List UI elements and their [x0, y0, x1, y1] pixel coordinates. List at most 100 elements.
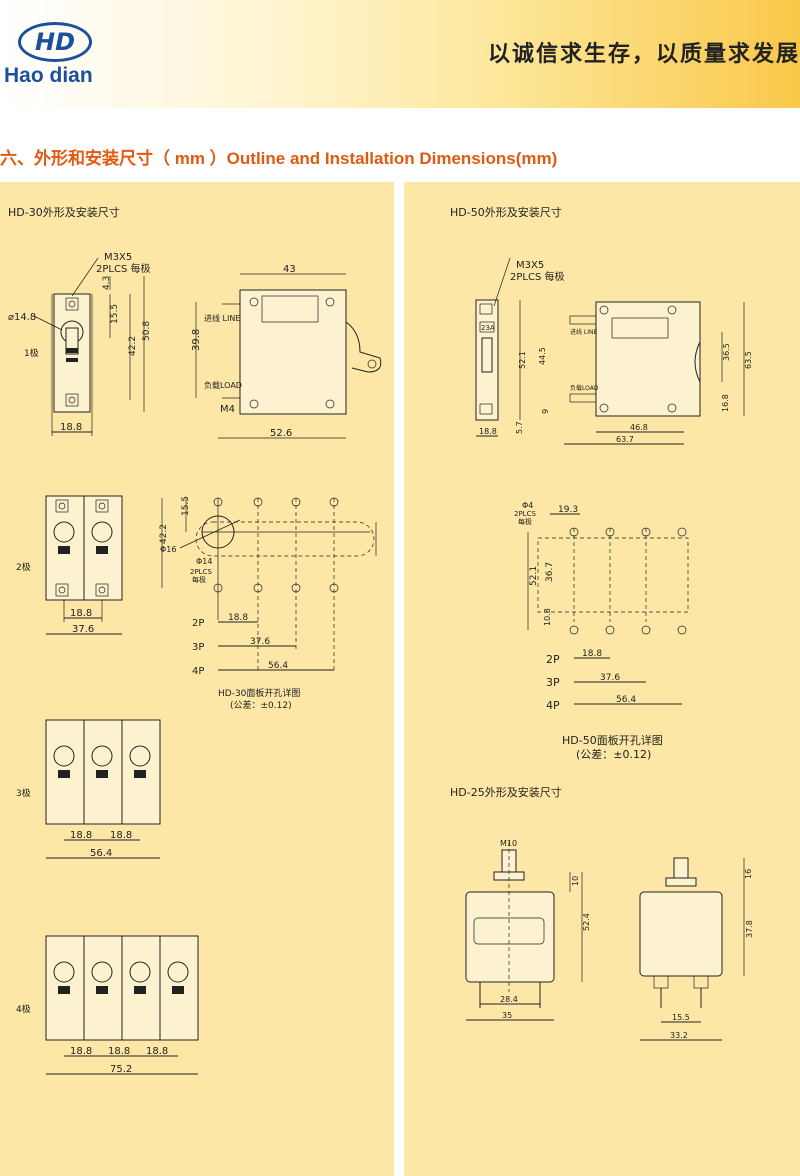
- hd25-side: 16 37.8 15.5 33.2: [639, 857, 754, 1041]
- logo-name: Hao dian: [4, 64, 93, 87]
- hd50-front: 23A M3X5 2PLCS 每极 52.1 44.5 9 18.8 5.7: [475, 257, 564, 437]
- svg-text:42.2: 42.2: [128, 336, 138, 356]
- svg-text:10.8: 10.8: [543, 608, 552, 626]
- svg-text:50.8: 50.8: [142, 321, 152, 341]
- svg-text:3P: 3P: [192, 642, 204, 653]
- svg-text:Φ14: Φ14: [196, 557, 212, 566]
- svg-text:负载LOAD: 负载LOAD: [570, 384, 599, 392]
- hd30-side-view: 43 39.8 52.6 M4 进线 LINE 负载LOAD: [191, 264, 382, 439]
- svg-text:28.4: 28.4: [500, 995, 518, 1004]
- svg-text:63.5: 63.5: [744, 351, 753, 369]
- svg-text:56.4: 56.4: [616, 695, 636, 705]
- svg-text:M4: M4: [220, 404, 235, 415]
- svg-text:18.8: 18.8: [70, 1046, 92, 1057]
- svg-text:10: 10: [571, 876, 580, 886]
- svg-text:75.2: 75.2: [110, 1064, 132, 1075]
- svg-text:2P: 2P: [546, 653, 560, 666]
- hd25-title: HD-25外形及安装尺寸: [450, 786, 562, 799]
- company-logo: HD Hao dian: [4, 22, 114, 92]
- hd50-title: HD-50外形及安装尺寸: [450, 206, 562, 219]
- svg-text:4P: 4P: [192, 666, 204, 677]
- svg-text:52.4: 52.4: [582, 913, 591, 931]
- section-title: 六、外形和安装尺寸（ mm ）Outline and Installation …: [0, 149, 558, 168]
- pole-label-1: 1极: [24, 347, 39, 359]
- svg-text:3P: 3P: [546, 676, 560, 689]
- svg-text:2P: 2P: [192, 618, 204, 629]
- logo-mark: HD: [18, 22, 92, 62]
- hd50-panel-tolerance: (公差：±0.12): [576, 747, 651, 761]
- svg-text:16.8: 16.8: [721, 394, 730, 412]
- svg-text:46.8: 46.8: [630, 423, 648, 432]
- svg-text:18.8: 18.8: [70, 608, 92, 619]
- svg-text:M3X5: M3X5: [516, 260, 544, 271]
- svg-text:4.3: 4.3: [102, 276, 112, 290]
- svg-text:M10: M10: [500, 839, 517, 848]
- svg-text:36.7: 36.7: [545, 562, 555, 582]
- svg-text:19.3: 19.3: [558, 505, 578, 515]
- svg-text:37.8: 37.8: [745, 920, 754, 938]
- svg-text:56.4: 56.4: [90, 848, 112, 859]
- hd30-panel-caption: HD-30面板开孔详图: [218, 687, 300, 699]
- svg-text:9: 9: [541, 409, 550, 414]
- hd50-panel-caption: HD-50面板开孔详图: [562, 733, 663, 747]
- dia-label: ⌀14.8: [8, 312, 36, 323]
- svg-text:Φ16: Φ16: [160, 545, 176, 554]
- svg-text:37.6: 37.6: [72, 624, 94, 635]
- svg-text:42.2: 42.2: [159, 524, 169, 544]
- svg-text:18.8: 18.8: [110, 830, 132, 841]
- dim-18-8: 18.8: [60, 422, 82, 433]
- svg-text:16: 16: [744, 869, 753, 879]
- svg-text:63.7: 63.7: [616, 435, 634, 444]
- svg-text:2PLCS: 2PLCS: [190, 568, 212, 576]
- slogan: 以诚信求生存，以质量求发展: [487, 41, 800, 67]
- svg-text:39.8: 39.8: [191, 329, 202, 351]
- svg-text:4P: 4P: [546, 699, 560, 712]
- svg-text:15.5: 15.5: [181, 496, 191, 516]
- svg-text:18.8: 18.8: [146, 1046, 168, 1057]
- svg-text:52.6: 52.6: [270, 428, 292, 439]
- svg-text:37.6: 37.6: [250, 637, 270, 647]
- hd30-panel-tolerance: (公差：±0.12): [230, 699, 292, 711]
- svg-text:18.8: 18.8: [108, 1046, 130, 1057]
- hd30-1p-front: 18.8 4.3 15.5 42.2 50.8 M3X5 2PLCS 每极 ⌀1…: [8, 252, 152, 436]
- svg-text:每极: 每极: [518, 517, 532, 526]
- svg-text:18.8: 18.8: [479, 427, 497, 436]
- hd30-panel-cutout: 15.5 42.2 Φ16 Φ14 2PLCS 每极 2P 18.8 3P 37…: [159, 496, 377, 711]
- pole-label-2: 2极: [16, 561, 31, 573]
- svg-text:52.1: 52.1: [518, 351, 527, 369]
- hd30-drawing: 1极 2极 3极 4极 18.8 4.3 15.5 42.2 50.8: [8, 252, 382, 1075]
- hd30-3p-front: 18.8 18.8 56.4: [45, 719, 161, 859]
- svg-text:15.5: 15.5: [672, 1013, 690, 1022]
- pole-label-4: 4极: [16, 1003, 31, 1015]
- load-label: 负载LOAD: [204, 380, 242, 390]
- hd25-front: M10 10 52.4 28.4 35: [465, 839, 591, 1021]
- svg-text:2PLCS 每极: 2PLCS 每极: [510, 270, 564, 283]
- svg-text:37.6: 37.6: [600, 673, 620, 683]
- svg-text:5.7: 5.7: [515, 421, 524, 434]
- screw-count: 2PLCS 每极: [96, 262, 150, 275]
- hd30-title: HD-30外形及安装尺寸: [8, 206, 120, 219]
- hd50-side: 进线 LINE 负载LOAD 63.5 36.5 16.8 46.8 63.7: [564, 301, 753, 445]
- svg-text:33.2: 33.2: [670, 1031, 688, 1040]
- svg-text:36.5: 36.5: [722, 343, 731, 361]
- svg-text:43: 43: [283, 264, 296, 275]
- svg-text:每极: 每极: [192, 575, 206, 584]
- svg-text:18.8: 18.8: [70, 830, 92, 841]
- svg-text:52.1: 52.1: [529, 566, 539, 586]
- hd50-hd25-drawing: 23A M3X5 2PLCS 每极 52.1 44.5 9 18.8 5.7 进…: [465, 257, 754, 1041]
- svg-text:56.4: 56.4: [268, 661, 288, 671]
- svg-text:2PLCS: 2PLCS: [514, 510, 536, 518]
- hd30-4p-front: 18.8 18.8 18.8 75.2: [45, 935, 199, 1075]
- hd30-panel: HD-30外形及安装尺寸 1极 2极 3极 4极 18.8 4.3 15.5: [0, 182, 394, 1176]
- svg-text:23A: 23A: [481, 324, 495, 332]
- svg-text:18.8: 18.8: [582, 649, 602, 659]
- hd50-panel-cutout: Φ4 2PLCS 每极 19.3 52.1 36.7 10.8 2P 18.8 …: [514, 501, 689, 761]
- line-label: 进线 LINE: [204, 313, 240, 323]
- svg-text:进线 LINE: 进线 LINE: [570, 328, 598, 336]
- screw-label: M3X5: [104, 252, 132, 263]
- header-banner: HD Hao dian 以诚信求生存，以质量求发展: [0, 0, 800, 108]
- pole-label-3: 3极: [16, 787, 31, 799]
- hd30-2p-front: 18.8 37.6: [45, 495, 123, 635]
- hd50-hd25-panel: HD-50外形及安装尺寸 HD-25外形及安装尺寸 23A M3X5 2PLCS…: [404, 182, 800, 1176]
- svg-text:35: 35: [502, 1011, 512, 1020]
